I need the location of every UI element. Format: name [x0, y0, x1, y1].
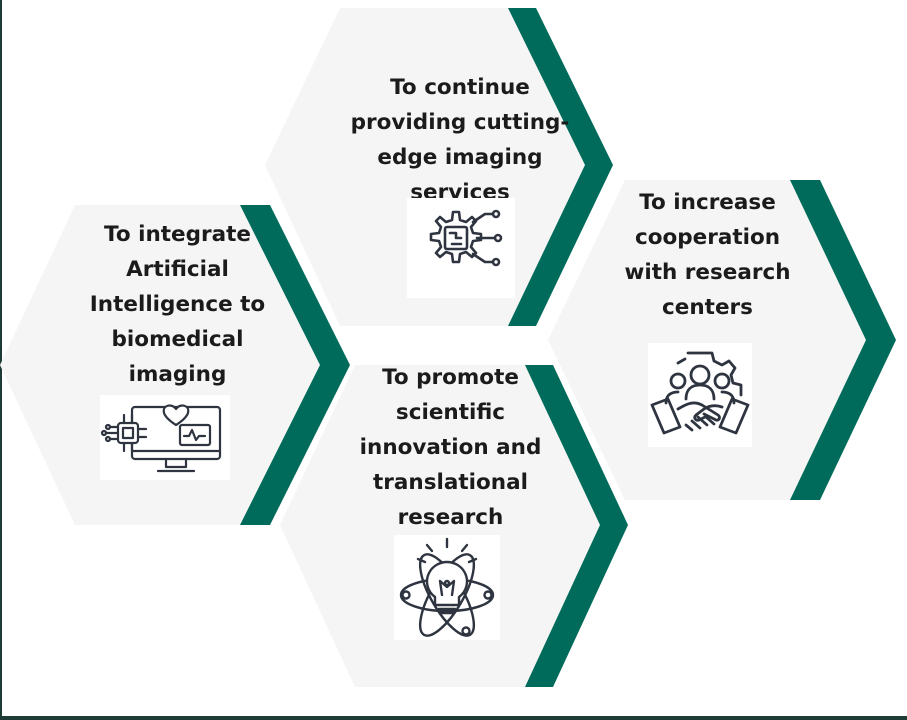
hexagon-left-shape: [0, 205, 320, 525]
goal-text-imaging-services: To continue providing cutting- edge imag…: [350, 75, 570, 205]
ai-monitor-heart-icon: [100, 395, 230, 480]
hexagon-bottom: [280, 365, 628, 687]
hexagon-left-accent: [240, 205, 350, 525]
hexagon-top-accent: [508, 8, 613, 326]
hexagon-right: [548, 180, 896, 500]
goal-text-artificial-intelligence: To integrate Artificial Intelligence to …: [89, 222, 266, 387]
goal-text-scientific-innovation: To promote scientific innovation and tra…: [359, 365, 542, 530]
hexagon-right-shape: [548, 180, 866, 500]
handshake-team-icon: [648, 343, 752, 447]
goal-text-research-cooperation: To increase cooperation with research ce…: [624, 190, 791, 320]
hexagon-bottom-accent: [525, 365, 628, 687]
lightbulb-atom-icon: [394, 535, 500, 640]
hexagon-bottom-shape: [280, 365, 600, 687]
gear-circuit-icon: [407, 198, 515, 298]
hexagon-right-accent: [790, 180, 896, 500]
hexagon-left: [0, 205, 350, 525]
